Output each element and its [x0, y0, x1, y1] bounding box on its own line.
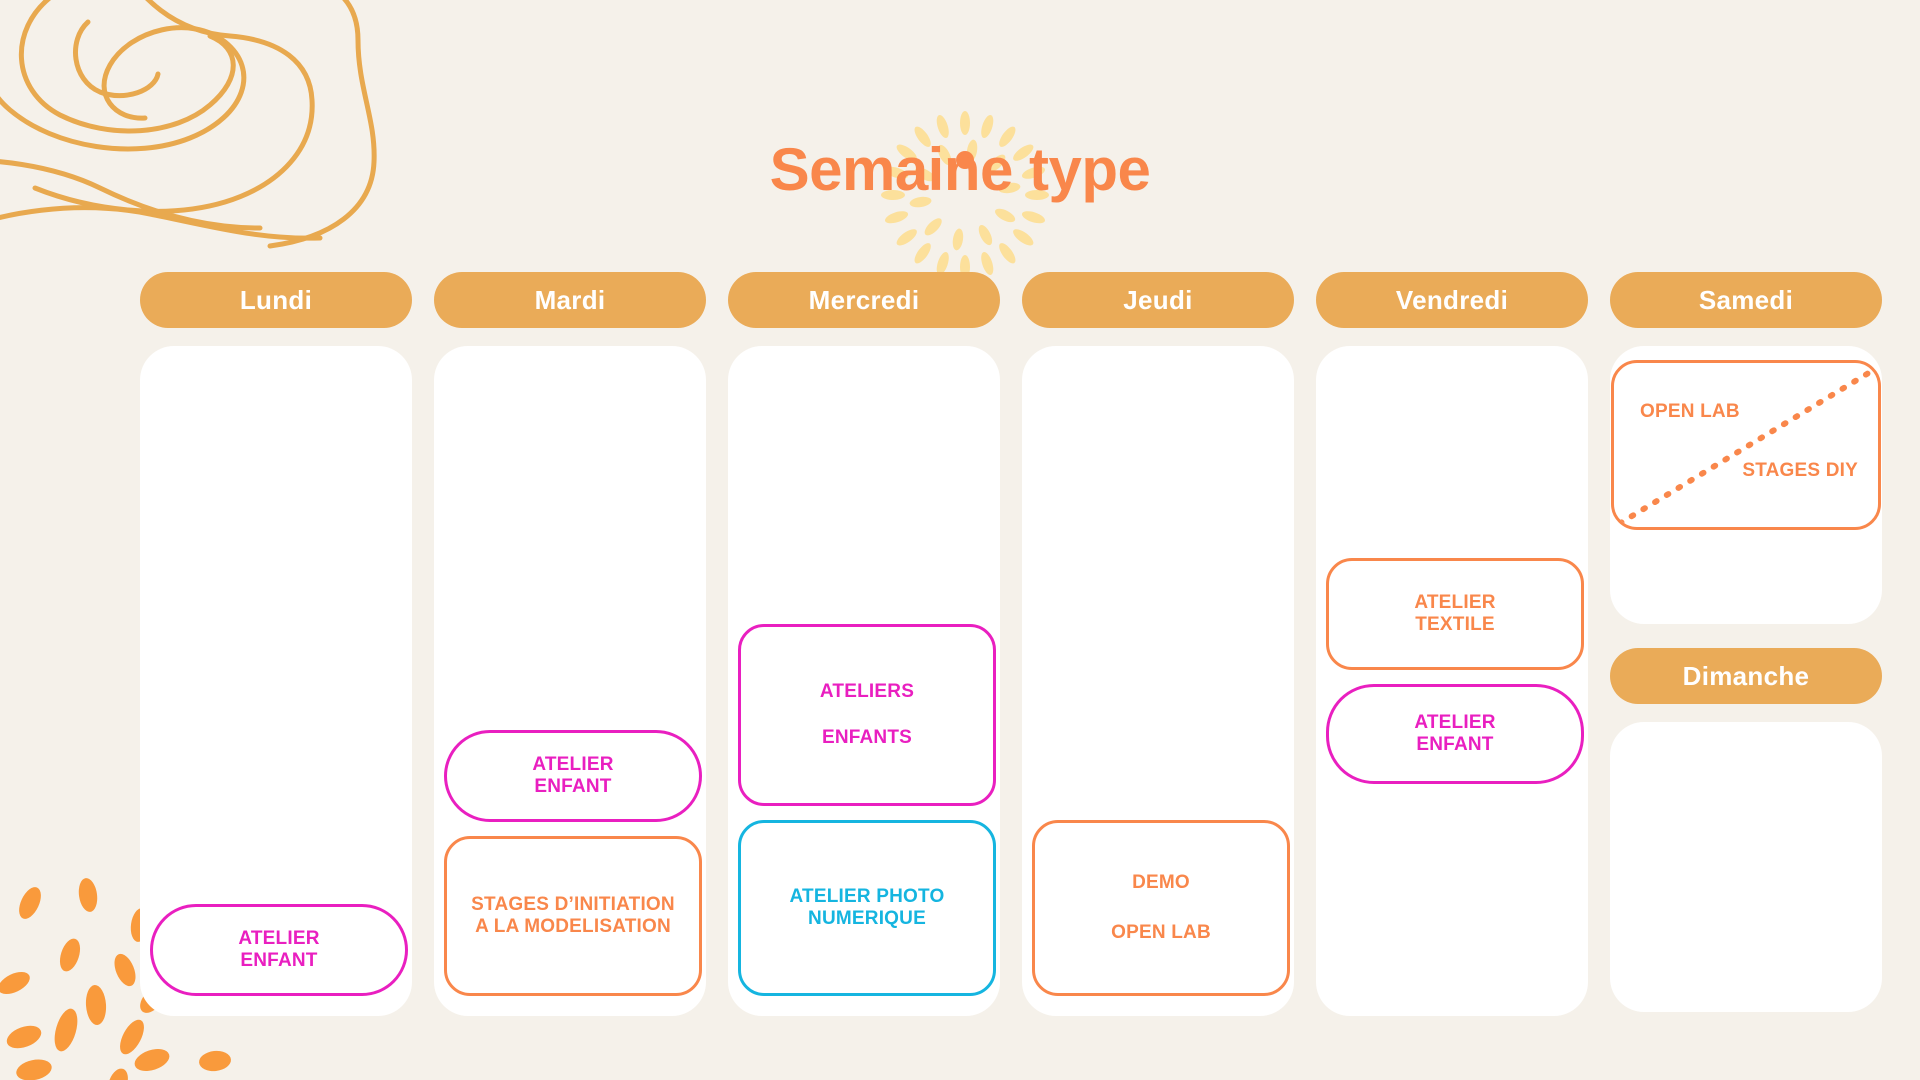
split-label-bottom: STAGES DIY — [1742, 460, 1858, 481]
event-line: DEMO — [1132, 872, 1190, 894]
event-line: ATELIER — [1414, 712, 1496, 734]
day-card-lundi: ATELIER ENFANT — [140, 346, 412, 1016]
event-line: TEXTILE — [1415, 614, 1495, 635]
day-header-samedi[interactable]: Samedi — [1610, 272, 1882, 328]
day-column-mercredi: Mercredi ATELIERS ENFANTS ATELIER PHOTO … — [728, 272, 1000, 1016]
event-mercredi-ateliers-enfants[interactable]: ATELIERS ENFANTS — [738, 624, 996, 806]
event-line: STAGES D’INITIATION — [471, 894, 675, 916]
day-header-mardi[interactable]: Mardi — [434, 272, 706, 328]
event-line: NUMERIQUE — [808, 908, 926, 929]
day-card-jeudi: DEMO OPEN LAB — [1022, 346, 1294, 1016]
event-line: ATELIER PHOTO — [789, 886, 945, 908]
day-card-samedi: OPEN LAB STAGES DIY — [1610, 346, 1882, 624]
event-line: ATELIERS — [819, 681, 915, 703]
day-card-dimanche — [1610, 722, 1882, 1012]
event-mardi-atelier-enfant[interactable]: ATELIER ENFANT — [444, 730, 702, 822]
day-column-weekend: Samedi OPEN LAB STAGES DIY Dimanche — [1610, 272, 1882, 1012]
day-header-dimanche[interactable]: Dimanche — [1610, 648, 1882, 704]
day-column-mardi: Mardi ATELIER ENFANT STAGES D’INITIATION… — [434, 272, 706, 1016]
day-card-mardi: ATELIER ENFANT STAGES D’INITIATION A LA … — [434, 346, 706, 1016]
day-column-jeudi: Jeudi DEMO OPEN LAB — [1022, 272, 1294, 1016]
event-samedi-open-lab-stages-diy[interactable]: OPEN LAB STAGES DIY — [1611, 360, 1881, 530]
event-line: A LA MODELISATION — [475, 916, 671, 937]
event-line: ATELIER — [532, 754, 614, 776]
event-line: ATELIER — [1414, 592, 1496, 614]
event-jeudi-demo-open-lab[interactable]: DEMO OPEN LAB — [1032, 820, 1290, 996]
event-line: ENFANTS — [821, 727, 913, 748]
event-vendredi-atelier-enfant[interactable]: ATELIER ENFANT — [1326, 684, 1584, 784]
page-title: Semaine type — [769, 136, 1151, 203]
event-line: ENFANT — [1416, 734, 1494, 755]
week-board: Lundi ATELIER ENFANT Mardi ATELIER ENFAN… — [140, 272, 1882, 1062]
event-line: ENFANT — [240, 950, 318, 971]
event-line: ENFANT — [534, 776, 612, 797]
split-label-top: OPEN LAB — [1640, 401, 1740, 422]
event-mardi-stages-initiation[interactable]: STAGES D’INITIATION A LA MODELISATION — [444, 836, 702, 996]
event-lundi-atelier-enfant[interactable]: ATELIER ENFANT — [150, 904, 408, 996]
day-header-vendredi[interactable]: Vendredi — [1316, 272, 1588, 328]
day-card-vendredi: ATELIER TEXTILE ATELIER ENFANT — [1316, 346, 1588, 1016]
day-header-jeudi[interactable]: Jeudi — [1022, 272, 1294, 328]
event-mercredi-atelier-photo[interactable]: ATELIER PHOTO NUMERIQUE — [738, 820, 996, 996]
day-header-lundi[interactable]: Lundi — [140, 272, 412, 328]
day-column-vendredi: Vendredi ATELIER TEXTILE ATELIER ENFANT — [1316, 272, 1588, 1016]
topographic-lines-decoration — [0, 0, 377, 249]
day-card-mercredi: ATELIERS ENFANTS ATELIER PHOTO NUMERIQUE — [728, 346, 1000, 1016]
dotted-diagonal-divider — [1616, 367, 1876, 527]
day-column-lundi: Lundi ATELIER ENFANT — [140, 272, 412, 1016]
day-header-mercredi[interactable]: Mercredi — [728, 272, 1000, 328]
event-line: ATELIER — [238, 928, 320, 950]
event-vendredi-atelier-textile[interactable]: ATELIER TEXTILE — [1326, 558, 1584, 670]
event-line: OPEN LAB — [1111, 922, 1211, 943]
